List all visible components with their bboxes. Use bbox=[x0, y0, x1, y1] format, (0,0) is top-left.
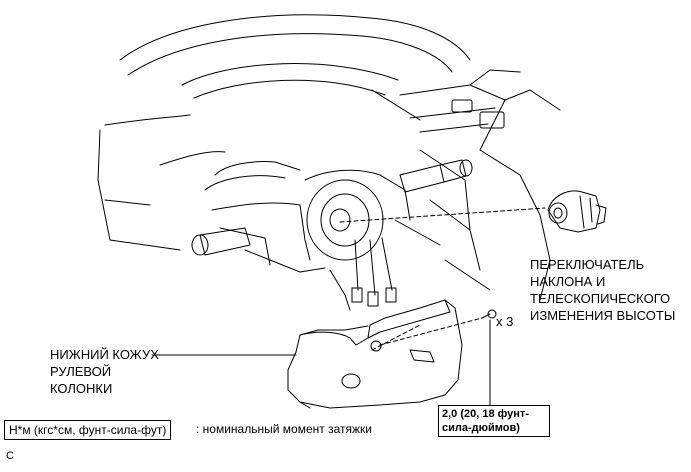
dashboard bbox=[97, 14, 561, 301]
switch-label-line-4: ИЗМЕНЕНИЯ ВЫСОТЫ bbox=[530, 308, 676, 323]
steering-column bbox=[204, 161, 411, 273]
screw-count: x 3 bbox=[496, 314, 514, 329]
switch-label-line-3: ТЕЛЕСКОПИЧЕСКОГО bbox=[530, 291, 671, 306]
wire-harness bbox=[329, 237, 397, 311]
cover-label-line-3: КОЛОНКИ bbox=[50, 381, 113, 396]
torque-value-line-1: 2,0 (20, 18 фунт- bbox=[442, 408, 529, 420]
switch-label-line-2: НАКЛОНА И bbox=[530, 274, 606, 289]
lower-column-cover bbox=[287, 299, 463, 409]
figure-code: C bbox=[6, 450, 14, 462]
leader-lines bbox=[339, 207, 546, 351]
legend-description: : номинальный момент затяжки bbox=[196, 422, 372, 436]
legend-unit-text: Н*м (кгс*см, фунт-сила-фут) bbox=[9, 423, 167, 437]
right-lever bbox=[399, 159, 473, 193]
cover-label-line-1: НИЖНИЙ КОЖУХ bbox=[50, 347, 159, 362]
cover-label: НИЖНИЙ КОЖУХ РУЛЕВОЙ КОЛОНКИ bbox=[50, 346, 159, 397]
tilt-telescopic-switch bbox=[547, 190, 607, 233]
switch-label: ПЕРЕКЛЮЧАТЕЛЬ НАКЛОНА И ТЕЛЕСКОПИЧЕСКОГО… bbox=[530, 256, 675, 324]
torque-value-line-2: сила-дюймов) bbox=[442, 422, 520, 434]
cover-label-line-2: РУЛЕВОЙ bbox=[50, 364, 112, 379]
legend-unit-box: Н*м (кгс*см, фунт-сила-фут) bbox=[4, 420, 172, 440]
screw-icon bbox=[481, 309, 497, 319]
switch-label-line-1: ПЕРЕКЛЮЧАТЕЛЬ bbox=[530, 257, 645, 272]
callout-lines bbox=[151, 319, 491, 406]
torque-value-box: 2,0 (20, 18 фунт- сила-дюймов) bbox=[438, 405, 550, 437]
left-lever bbox=[191, 227, 251, 256]
